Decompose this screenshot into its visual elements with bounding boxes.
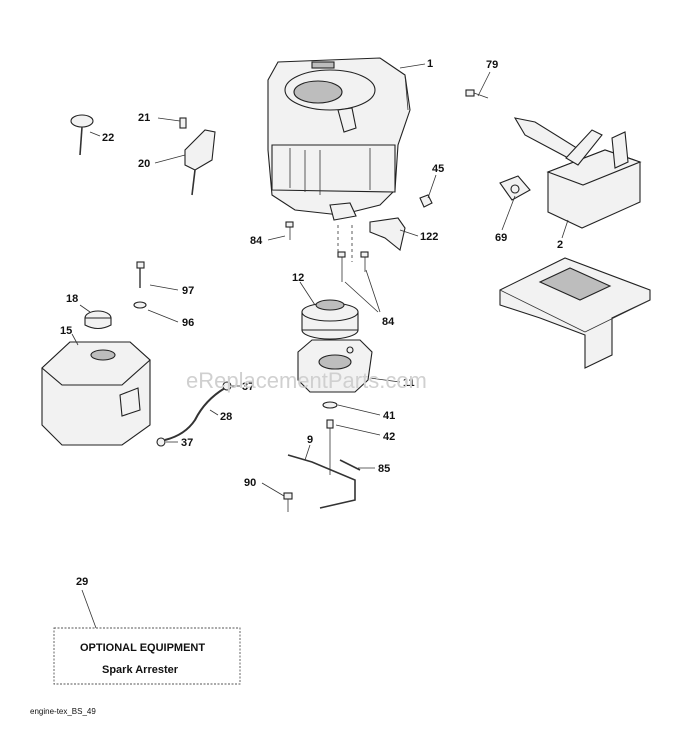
watermark-text: eReplacementParts.com [186, 368, 427, 393]
optional-equipment-box: OPTIONAL EQUIPMENT Spark Arrester [53, 627, 241, 685]
washer-96-part [133, 301, 147, 309]
callout-69: 69 [495, 232, 507, 244]
callout-11: 11 [403, 377, 415, 389]
callout-84-lower: 84 [382, 316, 395, 328]
callout-90: 90 [244, 477, 256, 489]
callout-2: 2 [557, 239, 563, 251]
callout-96: 96 [182, 317, 194, 329]
deflector-122-part [369, 217, 406, 251]
callout-20: 20 [138, 158, 150, 170]
callout-45: 45 [432, 163, 444, 175]
callout-37-upper: 37 [242, 381, 254, 393]
fuel-line-28-part [164, 387, 226, 441]
callout-37-lower: 37 [181, 437, 193, 449]
callout-9: 9 [307, 434, 313, 446]
bolt-97-part [136, 261, 145, 288]
frame-bracket-part [499, 257, 651, 369]
engine-part [267, 57, 411, 221]
bolt-42-part [326, 419, 334, 475]
callout-12: 12 [292, 272, 304, 284]
muffler-part [513, 117, 642, 229]
washer-41-part [322, 401, 338, 409]
bolt-79-part [465, 89, 489, 99]
callout-84-upper: 84 [250, 235, 263, 247]
callout-1: 1 [427, 58, 433, 70]
throttle-control-part [179, 117, 216, 196]
callout-15: 15 [60, 325, 72, 337]
nut-45-part [419, 194, 433, 208]
callout-labels: 1 79 21 22 20 45 69 2 84 122 12 84 97 18… [60, 58, 563, 588]
callout-41: 41 [383, 410, 395, 422]
clamp-37-lower-part [156, 437, 166, 447]
callout-22: 22 [102, 132, 114, 144]
drawing-code: engine-tex_BS_49 [30, 707, 96, 716]
callout-21: 21 [138, 112, 150, 124]
fuel-cap-18-part [84, 310, 112, 330]
gasket-69-part [499, 175, 531, 201]
callout-18: 18 [66, 293, 78, 305]
fuel-tank-15-part [41, 341, 151, 446]
bracket-9-part [287, 454, 361, 509]
optional-equipment-title: OPTIONAL EQUIPMENT [80, 642, 205, 654]
bolt-90-part [283, 492, 293, 512]
clutch-part [297, 339, 373, 393]
callout-42: 42 [383, 431, 395, 443]
knob-22-part [70, 114, 94, 156]
leader-lines [71, 63, 569, 629]
pulley-part [301, 299, 359, 340]
optional-equipment-item: Spark Arrester [102, 664, 179, 676]
callout-29: 29 [76, 576, 88, 588]
bolts-84-part [285, 221, 369, 282]
callout-85: 85 [378, 463, 390, 475]
callout-122: 122 [420, 231, 438, 243]
clamp-37-upper-part [222, 381, 232, 391]
callout-28: 28 [220, 411, 232, 423]
callout-97: 97 [182, 285, 194, 297]
callout-79: 79 [486, 59, 498, 71]
